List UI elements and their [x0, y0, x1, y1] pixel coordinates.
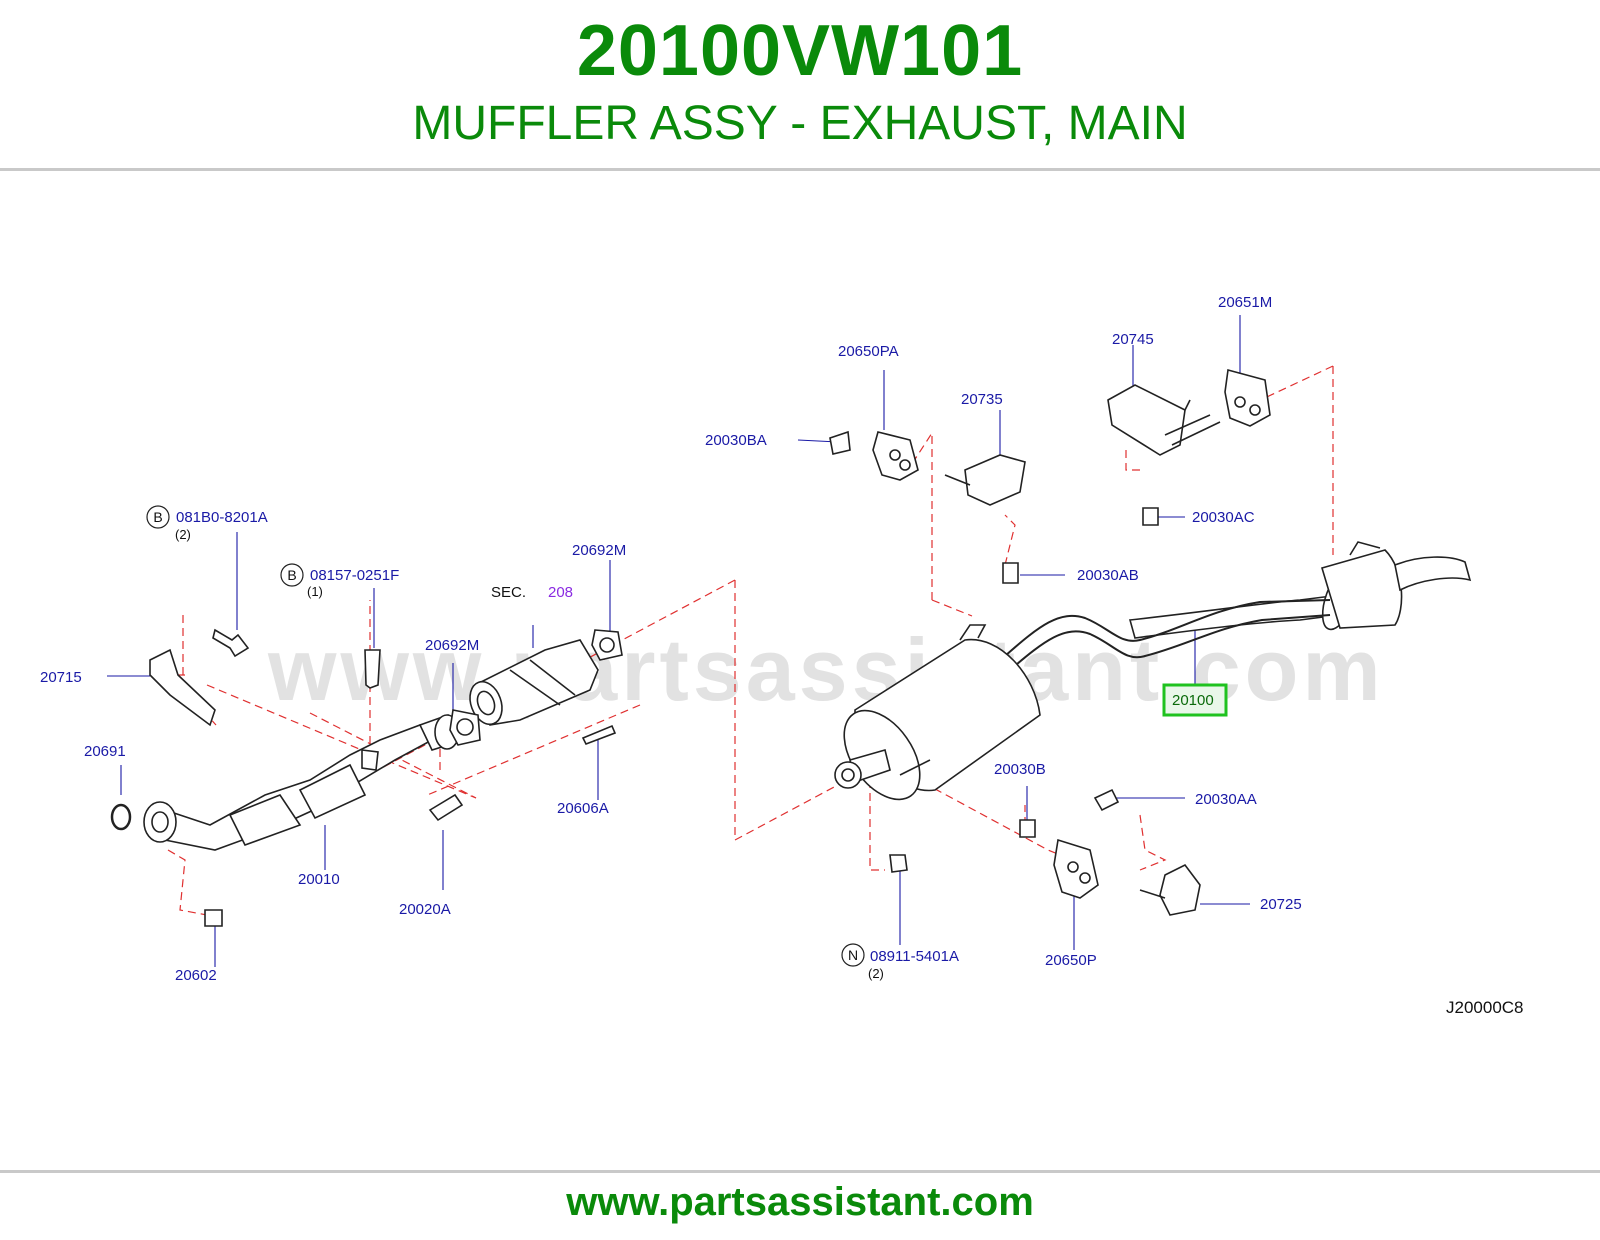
- front-pipe-20010: [143, 713, 460, 851]
- hanger-rubber-20651M: [1224, 368, 1271, 427]
- header-divider: [0, 168, 1600, 171]
- main-muffler-body: [834, 624, 1041, 801]
- fasteners: [204, 430, 1159, 927]
- footer-url[interactable]: www.partsassistant.com: [566, 1180, 1034, 1224]
- callout-08911-5401A[interactable]: 08911-5401A: [870, 948, 959, 965]
- callout-20691[interactable]: 20691: [84, 743, 126, 760]
- callout-qty-08157: (1): [307, 584, 323, 599]
- highlight-box-20100: [1162, 683, 1228, 717]
- header: 20100VW101 MUFFLER ASSY - EXHAUST, MAIN: [0, 0, 1600, 170]
- part-number-title: 20100VW101: [576, 11, 1024, 91]
- hanger-rubber-20650PA: [872, 431, 919, 481]
- callout-20745[interactable]: 20745: [1112, 331, 1154, 348]
- callout-08157-0251F[interactable]: 08157-0251F: [310, 567, 399, 584]
- callout-20650P[interactable]: 20650P: [1045, 952, 1097, 969]
- callout-20735[interactable]: 20735: [961, 391, 1003, 408]
- callout-20692M-rear[interactable]: 20692M: [572, 542, 626, 559]
- callout-20030B[interactable]: 20030B: [994, 761, 1046, 778]
- callout-20715[interactable]: 20715: [40, 669, 82, 686]
- bracket-20745: [1107, 384, 1221, 456]
- circle-markers: [146, 505, 865, 967]
- section-label: SEC.: [491, 584, 526, 601]
- callout-081B0-8201A[interactable]: 081B0-8201A: [176, 509, 268, 526]
- callout-qty-081B0: (2): [175, 527, 191, 542]
- parts-line-art: [143, 368, 1472, 927]
- callout-20020A[interactable]: 20020A: [399, 901, 451, 918]
- bracket-20715: [149, 648, 216, 727]
- circle-marker-b-2: B: [287, 567, 296, 583]
- section-number-link[interactable]: 208: [548, 584, 573, 601]
- catalytic-converter: [469, 639, 599, 726]
- exploded-parts-diagram: www.partsassistant.com: [0, 170, 1600, 1170]
- callout-20602[interactable]: 20602: [175, 967, 217, 984]
- callout-20030AC[interactable]: 20030AC: [1192, 509, 1255, 526]
- main-pipe: [1004, 599, 1331, 657]
- callout-20651M[interactable]: 20651M: [1218, 294, 1272, 311]
- part-description: MUFFLER ASSY - EXHAUST, MAIN: [412, 97, 1188, 150]
- callout-qty-08911: (2): [868, 966, 884, 981]
- callout-20650PA[interactable]: 20650PA: [838, 343, 899, 360]
- callout-20100[interactable]: 20100: [1172, 692, 1214, 709]
- footer-divider: [0, 1170, 1600, 1173]
- bracket-20735: [944, 454, 1026, 506]
- gasket-20692M-rear: [591, 629, 623, 661]
- callout-20692M-front[interactable]: 20692M: [425, 637, 479, 654]
- callout-20606A[interactable]: 20606A: [557, 800, 609, 817]
- hanger-rubber-20650P: [1053, 838, 1099, 899]
- bracket-20725: [1139, 863, 1201, 916]
- rear-muffler: [1128, 541, 1472, 639]
- callout-20030BA[interactable]: 20030BA: [705, 432, 767, 449]
- gasket-20692M-front: [449, 709, 481, 746]
- circle-marker-b-1: B: [153, 509, 162, 525]
- callout-20010[interactable]: 20010: [298, 871, 340, 888]
- callout-20030AA[interactable]: 20030AA: [1195, 791, 1257, 808]
- callout-20030AB[interactable]: 20030AB: [1077, 567, 1139, 584]
- callout-20725[interactable]: 20725: [1260, 896, 1302, 913]
- diagram-code: J20000C8: [1446, 998, 1524, 1017]
- circle-marker-n: N: [848, 947, 858, 963]
- o-ring-20691: [110, 803, 132, 831]
